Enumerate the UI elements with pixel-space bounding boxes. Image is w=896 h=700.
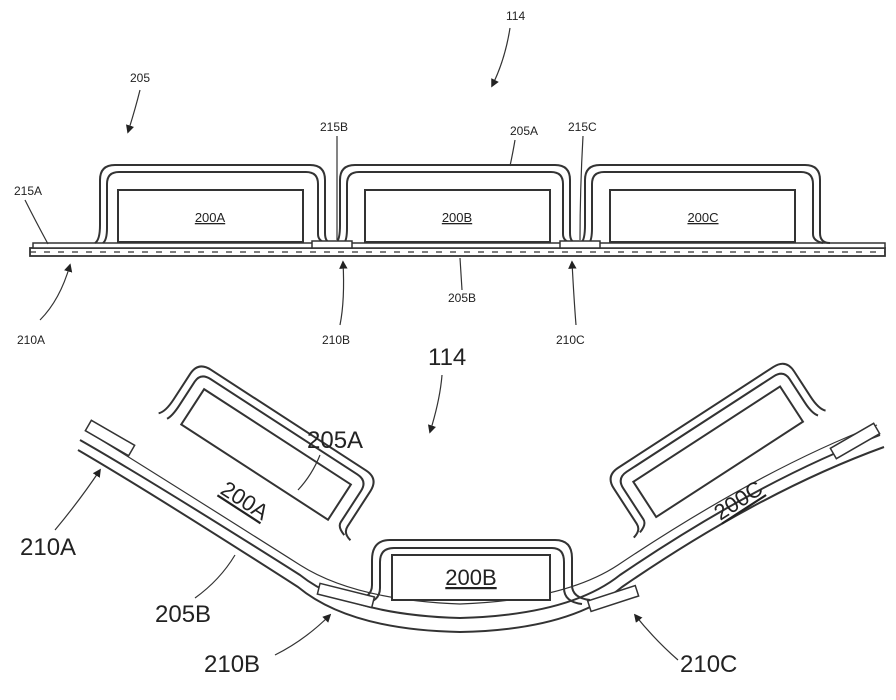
joint-210C-bent	[586, 584, 640, 613]
top-figure: 200A 200B 200C 114 205 215B 205A 215C 21…	[14, 9, 886, 347]
seal-215C	[559, 240, 601, 249]
label-200B: 200B	[442, 210, 472, 225]
seal-right-bent	[829, 422, 881, 460]
cell-200B	[364, 189, 551, 243]
label-215C: 215C	[568, 120, 597, 134]
label-210A: 210A	[17, 333, 45, 347]
label-200A: 200A	[195, 210, 226, 225]
label-200B-bent: 200B	[445, 565, 496, 590]
label-200C: 200C	[687, 210, 718, 225]
label-210C: 210C	[556, 333, 585, 347]
label-210B: 210B	[322, 333, 350, 347]
cell-200C	[609, 189, 796, 243]
pouch-left	[158, 365, 375, 541]
label-210A-bent: 210A	[20, 534, 76, 561]
label-114-top: 114	[506, 9, 525, 23]
label-215B: 215B	[320, 120, 348, 134]
seal-215B	[311, 240, 353, 249]
cell-200C-bent	[631, 385, 805, 519]
label-215A: 215A	[14, 184, 42, 198]
pouch-center	[354, 539, 591, 605]
label-205A: 205A	[510, 124, 538, 138]
label-205B: 205B	[448, 291, 476, 305]
label-205A-bent: 205A	[307, 427, 363, 454]
label-114-bottom: 114	[428, 344, 466, 371]
label-205: 205	[130, 71, 150, 85]
label-210C-bent: 210C	[680, 651, 737, 678]
cell-200A-bent	[179, 387, 353, 522]
cell-200B-bent	[391, 554, 551, 601]
label-205B-bent: 205B	[155, 601, 211, 628]
cell-200A	[117, 189, 304, 243]
joint-210B-bent	[316, 582, 376, 609]
bottom-figure: 200A 200B 200C 114 205A 210A 205B 210B 2…	[20, 344, 885, 678]
joint-210A-bent	[84, 419, 136, 457]
pouch-right	[609, 362, 826, 539]
pouch-outlines	[94, 164, 831, 244]
label-210B-bent: 210B	[204, 651, 260, 678]
label-200C-bent: 200C	[709, 476, 767, 526]
